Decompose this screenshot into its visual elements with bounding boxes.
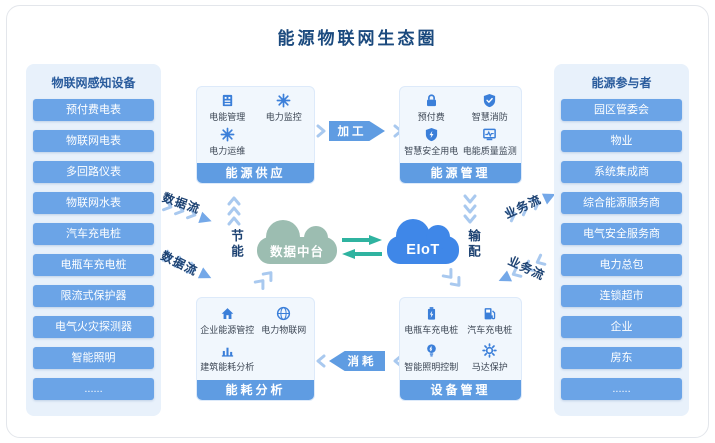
energy-management-box: 预付费 智慧消防智慧安全用电电能质量监测 能源管理	[399, 86, 522, 184]
feature-item-label: 电能质量监测	[462, 146, 517, 156]
energy-management-items: 预付费 智慧消防智慧安全用电电能质量监测	[400, 87, 521, 163]
feature-item-label: 电力监控	[265, 112, 302, 122]
iot-devices-panel: 物联网感知设备 预付费电表物联网电表多回路仪表物联网水表汽车充电桩电瓶车充电桩限…	[26, 64, 161, 416]
feature-item: 企业能源管控	[199, 306, 256, 336]
feature-item: 电能质量监测	[461, 127, 520, 157]
distribution-flow-label: 输配	[466, 229, 480, 260]
feature-item: 智能照明控制	[402, 343, 461, 373]
panel-item: ......	[561, 378, 682, 400]
bulb-icon	[424, 343, 439, 358]
feature-item-label: 智慧消防	[471, 112, 508, 122]
feature-item-label: 电瓶车充电桩	[404, 324, 459, 335]
panel-item: 综合能源服务商	[561, 192, 682, 214]
feature-item-label: 汽车充电桩	[467, 324, 513, 335]
device-management-items: 电瓶车充电桩汽车充电桩智能照明控制 马达保护	[400, 298, 521, 380]
device-management-label: 设备管理	[400, 380, 521, 400]
panel-item: 智能照明	[33, 347, 154, 369]
energy-analysis-label: 能耗分析	[197, 380, 314, 400]
feature-item-label: 马达保护	[471, 361, 508, 372]
feature-item: 电能管理	[199, 93, 256, 123]
data-platform-cloud: 数据中台	[257, 220, 337, 264]
home-icon	[220, 306, 235, 321]
participants-panel: 能源参与者 园区管委会物业系统集成商综合能源服务商电气安全服务商电力总包连锁超市…	[554, 64, 689, 416]
feature-item: 马达保护	[461, 342, 520, 373]
processing-ribbon: 加工	[329, 121, 385, 141]
spark-icon	[276, 93, 291, 108]
participants-panel-title: 能源参与者	[591, 76, 652, 90]
energy-saving-flow-label: 节能	[229, 229, 243, 260]
feature-item-label: 预付费	[417, 112, 445, 122]
feature-item: 电力运维	[199, 127, 256, 157]
feature-item-label: 建筑能耗分析	[200, 361, 255, 372]
globe-icon	[276, 306, 291, 321]
panel-item: 系统集成商	[561, 161, 682, 183]
panel-item: 企业	[561, 316, 682, 338]
feature-item-label: 电力物联网	[261, 324, 307, 335]
panel-item: 电力总包	[561, 254, 682, 276]
feature-item-label: 电力运维	[209, 146, 246, 156]
panel-item: 电气火灾探测器	[33, 316, 154, 338]
spark-icon	[220, 127, 235, 142]
page-title: 能源物联网生态圈	[277, 29, 438, 48]
feature-item: 电瓶车充电桩	[402, 306, 461, 336]
participants-list: 园区管委会物业系统集成商综合能源服务商电气安全服务商电力总包连锁超市企业房东..…	[560, 99, 683, 400]
panel-item: 电气安全服务商	[561, 223, 682, 245]
battery-icon	[424, 306, 439, 321]
energy-supply-items: 电能管理 电力监控电力运维	[197, 87, 314, 163]
feature-item-label: 智慧安全用电	[404, 146, 459, 156]
panel-item: 园区管委会	[561, 99, 682, 121]
panel-item: 汽车充电桩	[33, 223, 154, 245]
feature-item-label: 智能照明控制	[404, 361, 459, 372]
gauge-icon	[482, 127, 497, 142]
iot-devices-list: 预付费电表物联网电表多回路仪表物联网水表汽车充电桩电瓶车充电桩限流式保护器电气火…	[32, 99, 155, 400]
feature-item: 电力监控	[256, 93, 313, 123]
pump-icon	[482, 306, 497, 321]
energy-analysis-items: 企业能源管控电力物联网建筑能耗分析	[197, 298, 314, 380]
feature-item-label: 企业能源管控	[200, 324, 255, 335]
panel-item: ......	[33, 378, 154, 400]
panel-item: 限流式保护器	[33, 285, 154, 307]
eiot-label: EIoT	[406, 242, 440, 258]
feature-item: 汽车充电桩	[461, 306, 520, 336]
feature-item: 建筑能耗分析	[199, 343, 256, 373]
feature-item: 智慧消防	[461, 93, 520, 123]
energy-supply-box: 电能管理 电力监控电力运维 能源供应	[196, 86, 315, 184]
panel-item: 电瓶车充电桩	[33, 254, 154, 276]
feature-item-label: 电能管理	[209, 112, 246, 122]
energy-supply-label: 能源供应	[197, 163, 314, 183]
panel-item: 物业	[561, 130, 682, 152]
iot-devices-panel-title: 物联网感知设备	[51, 76, 136, 90]
energy-management-label: 能源管理	[400, 163, 521, 183]
panel-item: 房东	[561, 347, 682, 369]
panel-item: 连锁超市	[561, 285, 682, 307]
gear-icon	[482, 342, 497, 358]
panel-item: 物联网电表	[33, 130, 154, 152]
chart-icon	[220, 343, 235, 358]
data-platform-label: 数据中台	[269, 245, 324, 259]
shield-icon	[482, 93, 497, 108]
panel-item: 物联网水表	[33, 192, 154, 214]
consumption-ribbon: 消耗	[329, 351, 385, 371]
shield-bolt-icon	[424, 127, 439, 142]
feature-item: 智慧安全用电	[402, 127, 461, 157]
feature-item: 电力物联网	[256, 306, 313, 336]
energy-analysis-box: 企业能源管控电力物联网建筑能耗分析 能耗分析	[196, 297, 315, 401]
feature-item: 预付费	[402, 93, 461, 123]
panel-item: 多回路仪表	[33, 161, 154, 183]
lock-icon	[424, 93, 439, 108]
device-management-box: 电瓶车充电桩汽车充电桩智能照明控制 马达保护 设备管理	[399, 297, 522, 401]
panel-item: 预付费电表	[33, 99, 154, 121]
meter-icon	[220, 93, 235, 108]
eiot-cloud: EIoT	[387, 219, 459, 264]
